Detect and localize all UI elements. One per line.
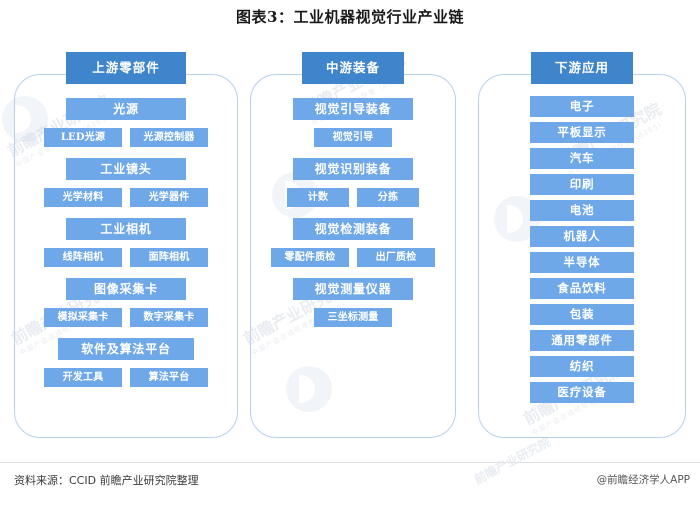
brand-note: @前瞻经济学人APP bbox=[596, 474, 690, 486]
node-pair: 计数 分拣 bbox=[256, 188, 450, 207]
node-sub[interactable]: 数字采集卡 bbox=[130, 308, 208, 327]
node-pair: 零配件质检 出厂质检 bbox=[256, 248, 450, 267]
column-header-upstream[interactable]: 上游零部件 bbox=[66, 52, 186, 84]
node-sub[interactable]: 模拟采集卡 bbox=[44, 308, 122, 327]
column-upstream: 上游零部件 光源 LED光源 光源控制器 工业镜头 光学材料 光学器件 工业相机… bbox=[14, 52, 238, 438]
watermark-text: 前瞻产业研究院 bbox=[471, 435, 553, 487]
node-pair: LED光源 光源控制器 bbox=[20, 128, 232, 147]
node-major[interactable]: 图像采集卡 bbox=[66, 278, 186, 300]
node-major[interactable]: 视觉识别装备 bbox=[293, 158, 413, 180]
node-sub[interactable]: 光学器件 bbox=[130, 188, 208, 207]
node-major[interactable]: 工业镜头 bbox=[66, 158, 186, 180]
node-app[interactable]: 半导体 bbox=[530, 252, 634, 273]
node-pair: 开发工具 算法平台 bbox=[20, 368, 232, 387]
column-header-midstream[interactable]: 中游装备 bbox=[302, 52, 404, 84]
node-sub[interactable]: 计数 bbox=[287, 188, 349, 207]
node-app[interactable]: 食品饮料 bbox=[530, 278, 634, 299]
midstream-node-stack: 视觉引导装备 视觉引导 视觉识别装备 计数 分拣 视觉检测装备 零配件质检 出厂… bbox=[250, 98, 456, 327]
node-sub[interactable]: 光源控制器 bbox=[130, 128, 208, 147]
node-major[interactable]: 视觉测量仪器 bbox=[293, 278, 413, 300]
source-note: 资料来源：CCID 前瞻产业研究院整理 bbox=[14, 474, 199, 487]
node-app[interactable]: 电池 bbox=[530, 200, 634, 221]
node-sub[interactable]: 分拣 bbox=[357, 188, 419, 207]
node-app[interactable]: 纺织 bbox=[530, 356, 634, 377]
column-midstream: 中游装备 视觉引导装备 视觉引导 视觉识别装备 计数 分拣 视觉检测装备 零配件… bbox=[250, 52, 456, 438]
node-pair: 三坐标测量 bbox=[256, 308, 450, 327]
node-pair: 视觉引导 bbox=[256, 128, 450, 147]
upstream-node-stack: 光源 LED光源 光源控制器 工业镜头 光学材料 光学器件 工业相机 线阵相机 … bbox=[14, 98, 238, 387]
node-pair: 光学材料 光学器件 bbox=[20, 188, 232, 207]
node-sub[interactable]: 算法平台 bbox=[130, 368, 208, 387]
node-major[interactable]: 光源 bbox=[66, 98, 186, 120]
chart-title: 图表3：工业机器视觉行业产业链 bbox=[236, 8, 464, 26]
node-sub[interactable]: LED光源 bbox=[44, 128, 122, 147]
node-major[interactable]: 软件及算法平台 bbox=[58, 338, 194, 360]
node-pair: 模拟采集卡 数字采集卡 bbox=[20, 308, 232, 327]
node-major[interactable]: 视觉引导装备 bbox=[293, 98, 413, 120]
node-app[interactable]: 印刷 bbox=[530, 174, 634, 195]
node-app[interactable]: 包装 bbox=[530, 304, 634, 325]
node-major[interactable]: 视觉检测装备 bbox=[293, 218, 413, 240]
node-sub[interactable]: 三坐标测量 bbox=[314, 308, 392, 327]
footer-divider bbox=[0, 462, 700, 463]
node-sub[interactable]: 零配件质检 bbox=[271, 248, 349, 267]
node-sub[interactable]: 线阵相机 bbox=[44, 248, 122, 267]
column-downstream: 下游应用 电子 平板显示 汽车 印刷 电池 机器人 半导体 食品饮料 包装 通用… bbox=[478, 52, 686, 438]
downstream-node-stack: 电子 平板显示 汽车 印刷 电池 机器人 半导体 食品饮料 包装 通用零部件 纺… bbox=[478, 96, 686, 403]
node-sub[interactable]: 视觉引导 bbox=[314, 128, 392, 147]
column-header-downstream[interactable]: 下游应用 bbox=[531, 52, 633, 84]
node-sub[interactable]: 出厂质检 bbox=[357, 248, 435, 267]
node-major[interactable]: 工业相机 bbox=[66, 218, 186, 240]
node-sub[interactable]: 面阵相机 bbox=[130, 248, 208, 267]
node-app[interactable]: 机器人 bbox=[530, 226, 634, 247]
node-app[interactable]: 医疗设备 bbox=[530, 382, 634, 403]
node-pair: 线阵相机 面阵相机 bbox=[20, 248, 232, 267]
node-app[interactable]: 通用零部件 bbox=[530, 330, 634, 351]
node-app[interactable]: 汽车 bbox=[530, 148, 634, 169]
node-sub[interactable]: 光学材料 bbox=[44, 188, 122, 207]
node-sub[interactable]: 开发工具 bbox=[44, 368, 122, 387]
node-app[interactable]: 电子 bbox=[530, 96, 634, 117]
node-app[interactable]: 平板显示 bbox=[530, 122, 634, 143]
